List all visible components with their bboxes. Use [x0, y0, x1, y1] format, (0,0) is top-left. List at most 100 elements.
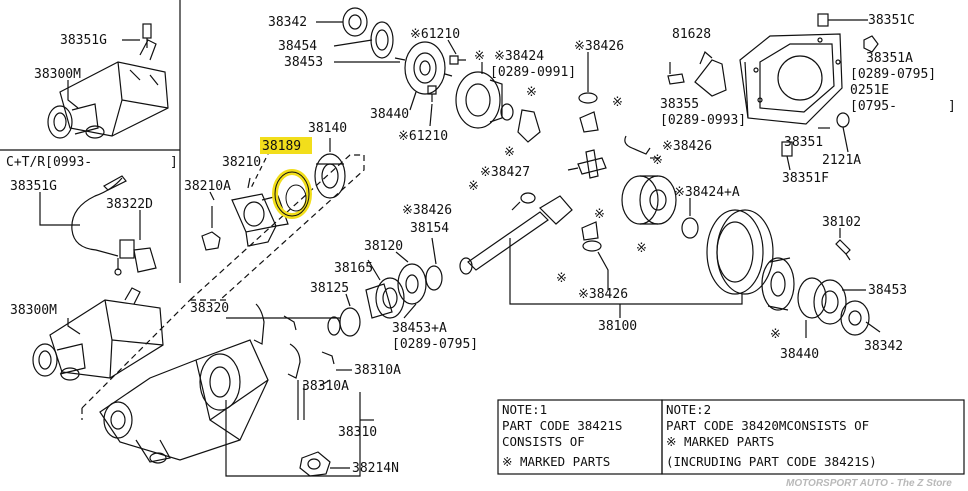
label-38424-date: [0289-0991] [490, 65, 576, 80]
label-section-ctr-end: ] [170, 155, 178, 170]
label-38440-top: 38440 [370, 107, 409, 122]
note2-line3: (INCRUDING PART CODE 38421S) [666, 454, 877, 469]
label-38351A: 38351A [866, 51, 913, 66]
leader-38210A [209, 191, 215, 201]
label-38351C: 38351C [868, 13, 915, 28]
side-gear-left [455, 71, 541, 143]
label-38351: 38351 [784, 135, 823, 150]
side-gear-right [621, 175, 677, 225]
star-marker-f: ※ [636, 241, 647, 256]
note2-title: NOTE:2 [666, 402, 711, 417]
leader-38100 [509, 238, 743, 305]
washer-38426-d [582, 240, 602, 252]
label-38300M-bot: 38300M [10, 303, 57, 318]
pinion-mate-top [579, 111, 599, 133]
label-38100: 38100 [598, 319, 637, 334]
rear-cover-38351 [739, 33, 843, 125]
star-marker-h: ※ [594, 207, 605, 222]
star-marker-a: ※ [504, 145, 515, 160]
bearing-38120 [397, 263, 427, 305]
leader-38120 [395, 251, 409, 263]
label-38140: 38140 [308, 121, 347, 136]
label-38125: 38125 [310, 281, 349, 296]
washer-38424A [681, 217, 699, 239]
washer-38154 [425, 265, 443, 291]
note2-box [661, 399, 965, 475]
leader-38165 [367, 259, 381, 281]
leader-38351G-mid [39, 192, 80, 226]
label-38310A-b: 38310A [302, 379, 349, 394]
label-38102: 38102 [822, 215, 861, 230]
leader-38426-d [597, 251, 609, 290]
bolt-38310A [321, 351, 335, 365]
bracket-38310A-a [253, 303, 265, 345]
label-38165: 38165 [334, 261, 373, 276]
label-38453A-date: [0289-0795] [392, 337, 478, 352]
label-38453-top: 38453 [284, 55, 323, 70]
label-38189: 38189 [262, 139, 301, 154]
star-marker-e: ※ [468, 179, 479, 194]
bracket-stem [297, 380, 305, 420]
label-61210-top: ※61210 [410, 27, 460, 42]
diff-case [761, 257, 795, 311]
note2-line1: PART CODE 38420MCONSISTS OF [666, 418, 869, 433]
shim-38125 [327, 316, 341, 336]
ring-gear [706, 209, 774, 295]
spacer-38125 [339, 307, 361, 337]
label-38351F: 38351F [782, 171, 829, 186]
label-38424A: ※38424+A [674, 185, 740, 200]
label-38322D: 38322D [106, 197, 153, 212]
star-marker-g: ※ [556, 271, 567, 286]
label-38426-d: ※38426 [578, 287, 628, 302]
bracket-38355 [667, 51, 727, 97]
label-0251E-date: [0795- [850, 99, 897, 114]
dashed-leader-38189 [249, 149, 271, 191]
companion-flange-38210 [231, 193, 289, 247]
leader-38427 [567, 167, 579, 171]
leader-38300M-bot [67, 318, 81, 335]
leader-38310 [225, 392, 361, 477]
bearing-right [797, 277, 870, 336]
label-2121A: 2121A [822, 153, 861, 168]
pinion-cross-38427 [577, 149, 607, 179]
star-marker-b: ※ [526, 85, 537, 100]
leader-61210-top [447, 39, 457, 55]
leader-38342-right [865, 321, 881, 333]
label-38427: ※38427 [480, 165, 530, 180]
drive-pinion-38100 [459, 195, 573, 275]
label-38214N: 38214N [352, 461, 399, 476]
bolt-38102 [835, 239, 851, 261]
leader-38351F [786, 155, 791, 171]
note1: NOTE:1 PART CODE 38421S CONSISTS OF ※ MA… [502, 402, 622, 469]
dashed-box-right [219, 155, 365, 301]
leader-38310A-b [319, 379, 331, 387]
label-38454: 38454 [278, 39, 317, 54]
label-61210-bot: ※61210 [398, 129, 448, 144]
note1-line3: ※ MARKED PARTS [502, 454, 610, 469]
sensor-assembly [71, 175, 157, 276]
pinion-nut-group [342, 7, 453, 95]
label-38453-right: 38453 [868, 283, 907, 298]
dashed-box-bottom [81, 299, 191, 409]
leader-38454 [333, 39, 373, 47]
label-38426-b: ※38426 [662, 139, 712, 154]
oil-seal-38189 [272, 169, 312, 219]
pinion-mate-bottom [581, 221, 599, 241]
bolt-61210-bot [427, 85, 437, 102]
label-38424: ※38424 [494, 49, 544, 64]
label-38453A: 38453+A [392, 321, 447, 336]
bracket-38310A-b [287, 343, 301, 379]
plug-2121A [836, 112, 850, 128]
watermark: MOTORSPORT AUTO - The Z Store [786, 478, 952, 489]
label-38342-right: 38342 [864, 339, 903, 354]
label-38210: 38210 [222, 155, 261, 170]
washer-38426-b [624, 135, 651, 155]
label-38355: 38355 [660, 97, 699, 112]
leader-38210 [247, 177, 251, 189]
label-38342-top: 38342 [268, 15, 307, 30]
carrier-housing-38320 [99, 339, 269, 464]
note1-line2: CONSISTS OF [502, 434, 585, 449]
label-0251E: 0251E [850, 83, 889, 98]
label-38440-right: 38440 [780, 347, 819, 362]
